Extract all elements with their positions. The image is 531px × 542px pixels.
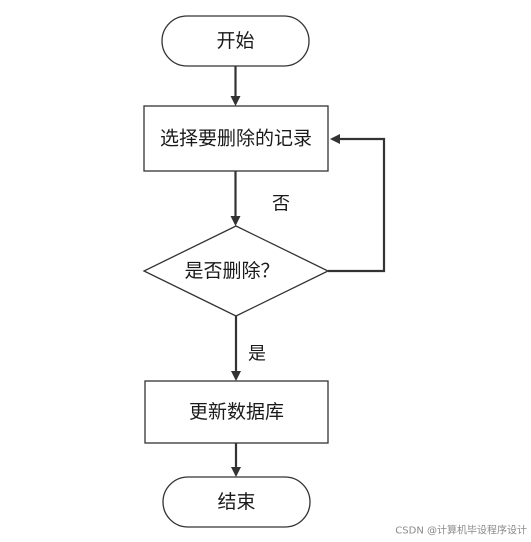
no-edge-label: 否	[272, 194, 290, 215]
decision-label: 是否删除？	[184, 260, 279, 282]
edge-decision-no-loop	[328, 134, 386, 273]
end-label: 结束	[217, 491, 255, 513]
start-label: 开始	[216, 30, 254, 52]
watermark-text: CSDN @计算机毕设程序设计	[395, 524, 527, 537]
update-database-node: 更新数据库	[144, 380, 329, 444]
update-database-label: 更新数据库	[189, 401, 284, 423]
select-record-node: 选择要删除的记录	[143, 105, 329, 172]
start-node: 开始	[161, 15, 310, 67]
decision-node: 是否删除？	[142, 225, 330, 317]
select-record-label: 选择要删除的记录	[160, 128, 312, 150]
yes-edge-label: 是	[248, 344, 266, 365]
end-node: 结束	[162, 476, 311, 528]
